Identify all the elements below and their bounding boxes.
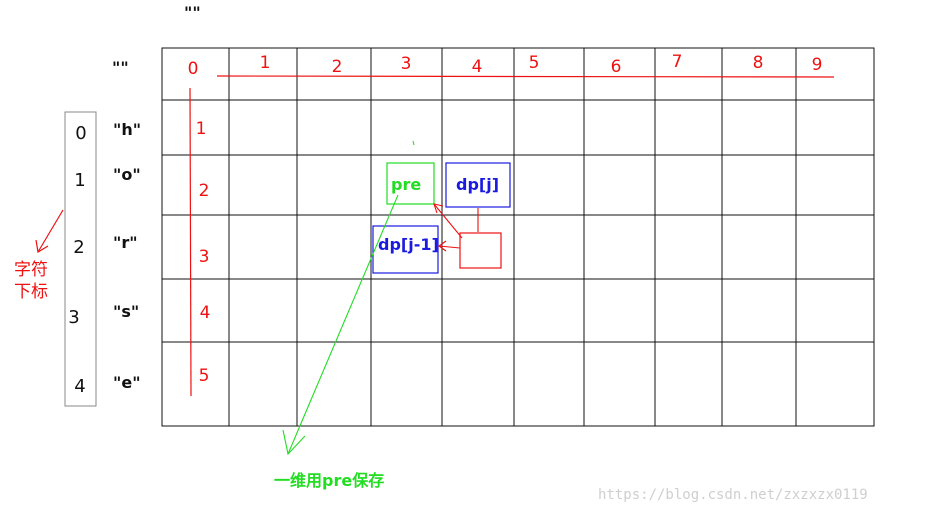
row-index-1: 1 <box>196 119 207 139</box>
char-subscript-labels: 0 1 2 3 4 <box>68 123 86 397</box>
pre-cell-box <box>386 162 435 205</box>
dp-j-cell-label: dp[j] <box>456 175 499 194</box>
dp-table-grid <box>161 47 875 427</box>
row-header-empty-string-label: "" <box>112 58 129 77</box>
subscript-caption-line1: 字符 <box>14 260 48 280</box>
subscript-arrow <box>35 209 64 253</box>
column-index-8: 8 <box>753 53 764 73</box>
column-index-7: 7 <box>672 52 683 72</box>
dp-j-minus-1-cell-label: dp[j-1] <box>378 235 439 254</box>
row-index-5: 5 <box>199 366 210 386</box>
column-index-2: 2 <box>332 57 343 77</box>
watermark-url: https://blog.csdn.net/zxzxzx0119 <box>598 487 868 503</box>
current-cell-box <box>459 232 502 269</box>
char-subscript-0: 0 <box>75 123 86 144</box>
column-index-1: 1 <box>260 53 271 73</box>
pre-cell-label: pre <box>391 175 421 194</box>
column-index-3: 3 <box>401 54 412 74</box>
row-char-o: "o" <box>113 165 141 184</box>
dp-j-minus-1-cell-box <box>372 225 439 274</box>
row-char-r: "r" <box>113 233 138 252</box>
dependency-arrows <box>433 203 479 252</box>
char-subscript-box <box>64 111 97 407</box>
subscript-caption-line2: 下标 <box>14 282 48 302</box>
row-index-labels: 1 2 3 4 5 <box>196 119 211 386</box>
char-subscript-2: 2 <box>73 237 84 258</box>
column-index-labels: 0 1 2 3 4 5 6 7 8 9 <box>188 52 823 79</box>
column-index-6: 6 <box>611 57 622 77</box>
char-subscript-1: 1 <box>74 170 85 191</box>
char-subscript-4: 4 <box>74 376 85 397</box>
column-index-9: 9 <box>812 55 823 75</box>
column-index-5: 5 <box>529 53 540 73</box>
bottom-caption: 一维用pre保存 <box>274 471 384 490</box>
pre-storage-arrow <box>282 194 399 456</box>
row-index-2: 2 <box>199 181 210 201</box>
row-char-labels: "h" "o" "r" "s" "e" <box>113 120 141 392</box>
column-axis-line <box>216 75 835 78</box>
row-index-4: 4 <box>200 303 211 323</box>
row-char-h: "h" <box>113 120 141 139</box>
row-axis-line <box>189 87 192 397</box>
top-empty-string-label: "" <box>184 3 201 22</box>
column-index-4: 4 <box>472 57 483 77</box>
row-char-e: "e" <box>113 373 141 392</box>
row-char-s: "s" <box>113 302 139 321</box>
char-subscript-3: 3 <box>68 307 79 328</box>
dp-j-cell-box <box>445 162 511 208</box>
green-tick-mark <box>412 140 415 146</box>
row-index-3: 3 <box>199 247 210 267</box>
column-index-0: 0 <box>188 59 199 79</box>
